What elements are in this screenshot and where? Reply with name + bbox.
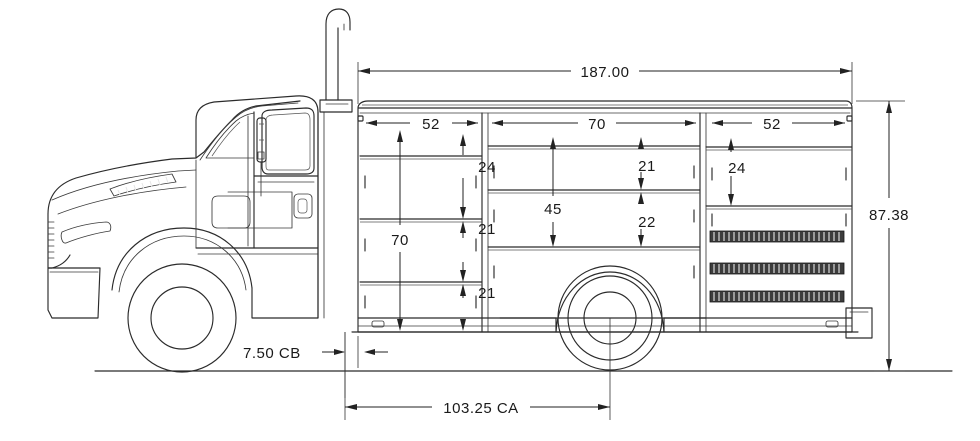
dim-label-overall-height: 87.38 (869, 207, 909, 224)
dim-label-cab-to-axle: 103.25 CA (443, 400, 518, 417)
dim-label-rear-width: 52 (763, 116, 781, 133)
headlight (60, 221, 112, 244)
dimension-rear-width: 52 (712, 116, 845, 133)
dim-label-front-shelf-middle: 21 (478, 221, 496, 238)
dimension-cab-to-body: 7.50 CB (243, 332, 388, 398)
dimension-overall-length: 187.00 (357, 62, 853, 104)
dimension-middle-total-height: 45 (544, 137, 562, 247)
dimension-overall-height: 87.38 (856, 100, 909, 372)
dimension-front-total-height: 70 (391, 130, 409, 331)
dimension-cab-to-axle: 103.25 CA (344, 318, 611, 420)
side-mirror (256, 117, 267, 197)
ladder-rack-louvers (709, 230, 845, 303)
dimension-middle-shelf-top: 21 (638, 137, 656, 190)
dimension-front-shelf-top: 24 (460, 134, 496, 219)
dim-label-overall-length: 187.00 (581, 64, 630, 81)
dimension-middle-width: 70 (492, 116, 696, 133)
door-handle (293, 193, 313, 219)
dim-label-middle-shelf-bottom: 22 (638, 214, 656, 231)
rear-step-bumper (845, 307, 873, 339)
louver-panel-1 (709, 230, 845, 243)
dim-label-cab-to-body: 7.50 CB (243, 345, 301, 362)
windshield (205, 112, 255, 159)
dim-label-front-shelf-bottom: 21 (478, 285, 496, 302)
louver-panel-2 (709, 262, 845, 275)
dim-label-front-width: 52 (422, 116, 440, 133)
front-wheel (127, 263, 237, 373)
service-body (351, 100, 859, 333)
dimension-middle-shelf-bottom: 22 (638, 192, 656, 247)
truck-cab (47, 95, 325, 373)
dim-label-rear-shelf-top: 24 (728, 160, 746, 177)
vertical-exhaust-stack (319, 8, 353, 113)
door-latches (357, 115, 853, 309)
dimension-front-width: 52 (366, 116, 478, 133)
dimension-front-shelf-middle: 21 (460, 221, 496, 282)
dim-label-front-shelf-top: 24 (478, 159, 496, 176)
dimension-rear-shelf-top: 24 (728, 138, 746, 206)
dim-label-middle-shelf-top: 21 (638, 158, 656, 175)
front-bumper (47, 267, 101, 319)
side-window (261, 107, 315, 175)
dim-label-middle-total-height: 45 (544, 201, 562, 218)
louver-panel-3 (709, 290, 845, 303)
dim-label-middle-width: 70 (588, 116, 606, 133)
dim-label-front-total-height: 70 (391, 232, 409, 249)
dimension-front-shelf-bottom: 21 (460, 284, 496, 331)
hood-vent-lines (117, 176, 169, 196)
front-grille (47, 221, 55, 259)
